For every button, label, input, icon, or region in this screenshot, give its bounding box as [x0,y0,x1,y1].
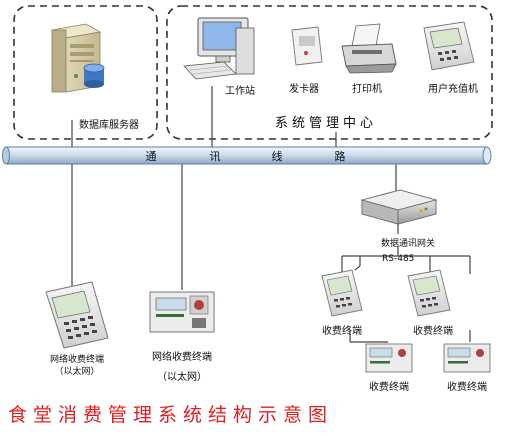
workstation-icon [183,17,255,80]
bus-char-1: 通 [145,150,157,163]
recharge-machine-label: 用户充值机 [428,84,478,95]
pos-terminal-1-icon [321,269,363,317]
card-issuer-icon [291,26,323,66]
pos-terminal-1-label: 收费终端 [322,326,362,337]
card-issuer-label: 发卡器 [289,84,319,95]
gateway-icon [360,189,438,225]
db-server-label: 数据库服务器 [79,120,139,131]
net-terminal-2-label: 网络收费终端 [152,352,212,363]
pos-terminal-4-label: 收费终端 [447,382,487,393]
gateway-label: 数据通讯网关 [381,239,436,249]
printer-icon [341,23,397,74]
pos-terminal-2-label: 收费终端 [413,326,453,337]
rs485-lines [341,224,471,343]
workstation-label: 工作站 [225,86,255,97]
database-server-icon [50,23,105,93]
pos-terminal-4-icon [443,343,491,373]
pos-terminal-3-label: 收费终端 [369,382,409,393]
printer-label: 打印机 [352,84,382,95]
system-center-title: 系统管理中心 [275,116,378,131]
net-terminal-1-label: 网络收费终端 [49,355,105,365]
net-terminal-1-icon [45,281,109,349]
diagram-caption: 食堂消费管理系统结构示意图 [8,404,334,426]
pos-terminal-3-icon [365,343,413,373]
net-terminal-2-sublabel: （以太网） [157,372,207,383]
pos-terminal-2-icon [407,269,451,317]
bus-drop-lines [71,86,397,290]
bus-char-4: 路 [334,150,346,163]
bus-char-3: 线 [271,150,283,163]
net-terminal-2-icon [149,291,215,333]
net-terminal-1-sublabel: （以太网） [54,367,100,377]
bus-char-2: 讯 [209,150,221,163]
recharge-machine-icon [423,21,475,71]
rs485-label: RS-485 [382,254,415,264]
communication-bus [2,146,492,165]
system-center-box [166,5,493,140]
